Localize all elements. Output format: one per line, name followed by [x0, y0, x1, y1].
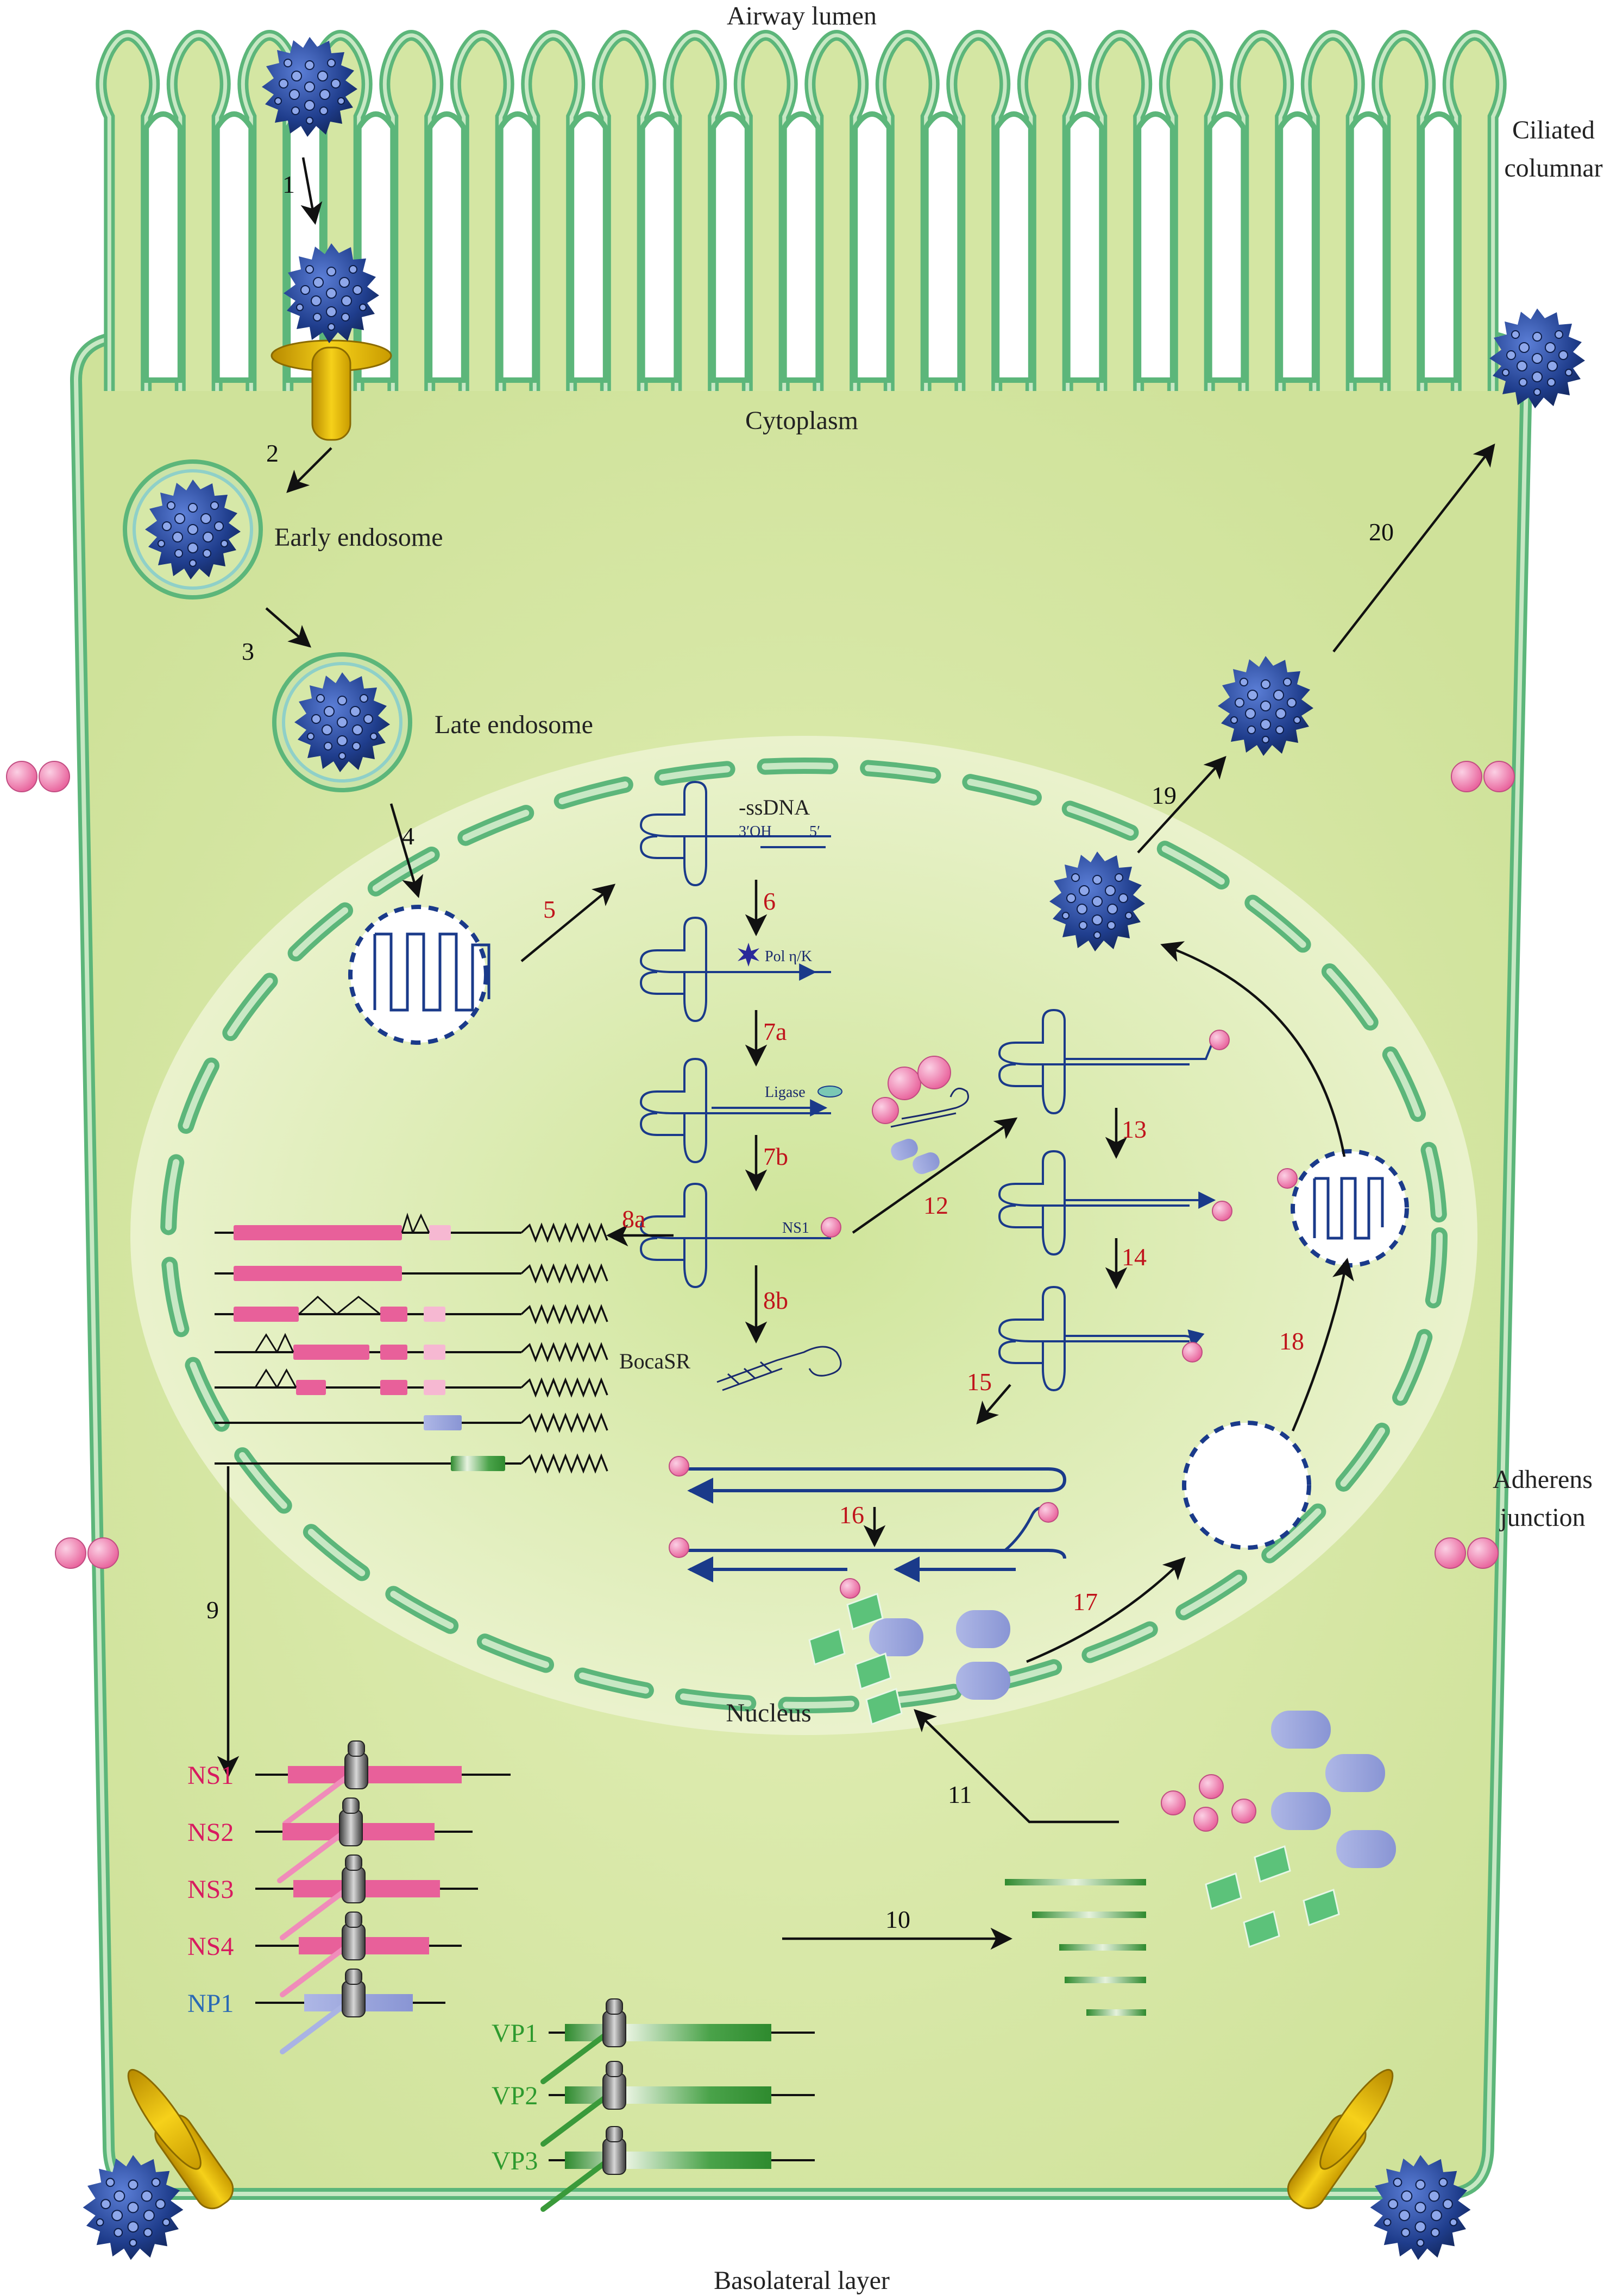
- step-15: 15: [967, 1368, 992, 1396]
- mrna-transcript: [215, 1412, 608, 1433]
- replication-intermediates: [640, 781, 1232, 1391]
- ciliated-label-line1: Ciliated: [1512, 116, 1595, 144]
- mrna-transcripts: [215, 1212, 608, 1474]
- cytoplasm-label: Cytoplasm: [745, 406, 858, 435]
- ns1-protein-label: NS1: [187, 1761, 234, 1790]
- step-20: 20: [1369, 518, 1394, 546]
- step-11: 11: [948, 1781, 972, 1808]
- vp3-protein-label: VP3: [492, 2147, 538, 2175]
- pathway-arrows: [217, 157, 1495, 1950]
- adherens-label-line1: Adherens: [1493, 1465, 1593, 1494]
- late-endosome-icon: [272, 652, 412, 792]
- step-8a: 8a: [622, 1205, 645, 1233]
- early-endosome-icon: [123, 459, 263, 600]
- step-5: 5: [543, 895, 556, 923]
- bocasr-label: BocaSR: [619, 1349, 690, 1373]
- five-prime-label: 5′: [809, 823, 820, 840]
- ns2-protein-label: NS2: [187, 1818, 234, 1847]
- ribosome-icon: [602, 2073, 626, 2110]
- virion-icon: [1489, 308, 1586, 409]
- step-13: 13: [1122, 1115, 1147, 1143]
- step-17: 17: [1073, 1588, 1098, 1616]
- ns3-protein-label: NS3: [187, 1875, 234, 1904]
- step-16: 16: [839, 1501, 864, 1529]
- ribosome-icon: [342, 1866, 366, 1903]
- uncoating-capsid-icon: [348, 905, 490, 1045]
- mrna-transcript: [215, 1333, 608, 1363]
- step-2: 2: [266, 439, 279, 467]
- translation-row: [540, 1998, 815, 2084]
- step-4: 4: [402, 822, 414, 850]
- nucleus-label: Nucleus: [726, 1699, 811, 1727]
- ribosome-icon: [342, 1923, 366, 1960]
- ns4-protein-label: NS4: [187, 1932, 234, 1961]
- cytoplasmic-proteins: [1161, 1711, 1396, 1948]
- dsdna-products: [669, 1456, 1067, 1599]
- basolateral-layer-label: Basolateral layer: [714, 2266, 890, 2295]
- step-3: 3: [242, 638, 254, 665]
- three-oh-label: 3′OH: [739, 823, 772, 840]
- translation-row: [540, 2061, 815, 2147]
- junction-protein-icon: [55, 1537, 119, 1569]
- translation-row: [255, 1855, 478, 1940]
- receptor-icon: [127, 2068, 234, 2210]
- step-6: 6: [763, 887, 776, 915]
- step-1: 1: [282, 171, 295, 198]
- mrna-transcript: [215, 1295, 608, 1324]
- step-9: 9: [206, 1596, 219, 1624]
- step-18: 18: [1279, 1327, 1304, 1355]
- ribosome-icon: [339, 1809, 363, 1846]
- vp1-protein-label: VP1: [492, 2019, 538, 2048]
- junction-protein-icon: [6, 761, 70, 792]
- mrna-transcript: [215, 1368, 608, 1398]
- mrna-transcript: [215, 1212, 608, 1243]
- capsid-assembly-proteins: [808, 1593, 1010, 1725]
- np1-protein-label: NP1: [187, 1989, 234, 2018]
- ligase-label: Ligase: [765, 1084, 806, 1101]
- step-7b: 7b: [763, 1143, 788, 1170]
- assembled-capsid-icon: [1277, 1149, 1409, 1267]
- ribosome-icon: [602, 2010, 626, 2047]
- translation-row: [255, 1969, 445, 2054]
- vp2-protein-label: VP2: [492, 2081, 538, 2110]
- step-12: 12: [923, 1191, 948, 1219]
- translation-products: [255, 1740, 815, 2212]
- step-14: 14: [1122, 1243, 1147, 1271]
- polymerase-icon: [738, 943, 759, 967]
- step-19: 19: [1152, 781, 1177, 809]
- translation-row: [540, 2126, 815, 2212]
- receptor-icon: [1287, 2068, 1394, 2210]
- ribosome-icon: [342, 1980, 366, 2017]
- vp-mrnas: [1005, 1879, 1146, 2016]
- empty-capsid-icon: [1182, 1421, 1311, 1550]
- step-7a: 7a: [763, 1018, 787, 1045]
- adherens-label-line2: junction: [1499, 1503, 1585, 1532]
- translation-row: [255, 1912, 462, 1997]
- translation-row: [255, 1740, 511, 1826]
- early-endosome-label: Early endosome: [274, 523, 443, 552]
- ligase-icon: [817, 1086, 842, 1097]
- bocasr-rna-icon: [716, 1346, 842, 1391]
- ribosome-icon: [344, 1752, 368, 1789]
- translation-row: [255, 1797, 473, 1883]
- pol-label: Pol η/Κ: [765, 948, 812, 965]
- late-endosome-label: Late endosome: [435, 710, 593, 739]
- ciliated-label-line2: columnar: [1504, 154, 1602, 182]
- ssdna-label: -ssDNA: [739, 795, 810, 819]
- mrna-transcript: [215, 1263, 608, 1284]
- mrna-transcript: [215, 1453, 608, 1474]
- ribosome-icon: [602, 2138, 626, 2175]
- airway-lumen-label: Airway lumen: [727, 2, 877, 30]
- step-8b: 8b: [763, 1286, 788, 1314]
- ns1-inline-label: NS1: [782, 1220, 809, 1237]
- ns1-np1-complex: [872, 1056, 969, 1175]
- cilia: [96, 30, 1507, 391]
- step-10: 10: [885, 1906, 910, 1933]
